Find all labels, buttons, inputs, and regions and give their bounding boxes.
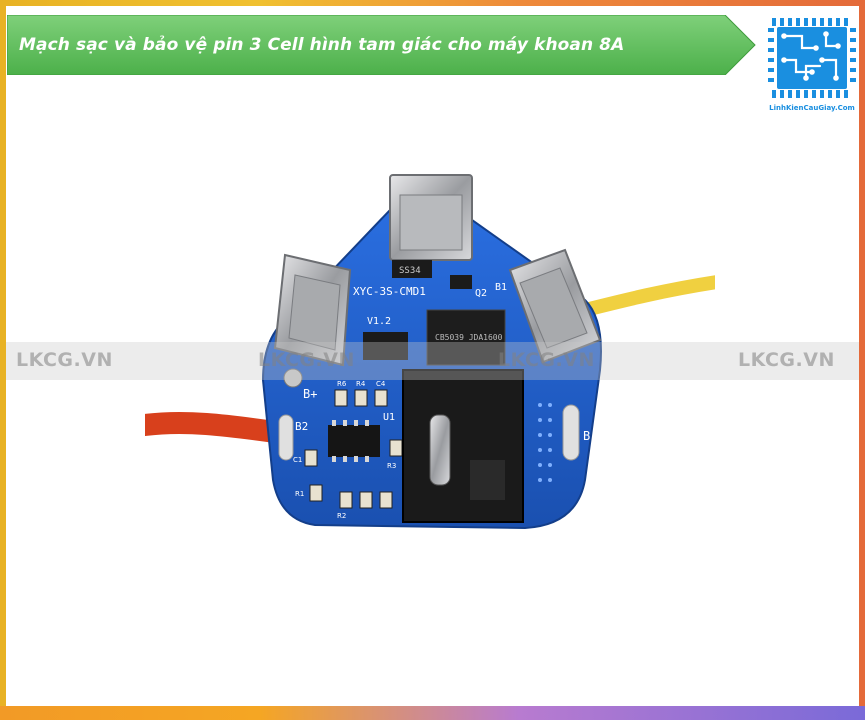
silk-version: V1.2 bbox=[367, 316, 391, 327]
silk-c4: C4 bbox=[376, 380, 386, 388]
silk-ss34: SS34 bbox=[399, 266, 421, 276]
smd-components bbox=[304, 389, 403, 509]
diode-ss34 bbox=[392, 260, 432, 278]
mount-hole bbox=[283, 368, 303, 388]
vias bbox=[538, 403, 552, 482]
silk-u1: U1 bbox=[383, 412, 395, 423]
silk-b-minus: B- bbox=[583, 429, 597, 443]
watermark-4: LKCG.VN bbox=[738, 349, 835, 371]
silk-model: XYC-3S-CMD1 bbox=[353, 285, 426, 298]
silk-b-plus: B+ bbox=[303, 387, 317, 401]
silk-r6: R6 bbox=[337, 380, 347, 388]
silk-b1: B1 bbox=[495, 282, 507, 293]
top-battery-terminal bbox=[389, 174, 473, 261]
controller-ic-u1 bbox=[328, 425, 380, 457]
banner-arrow-shape bbox=[7, 15, 756, 75]
watermark-1: LKCG.VN bbox=[16, 349, 113, 371]
dc-connector bbox=[402, 369, 524, 523]
silk-r3: R3 bbox=[387, 462, 396, 470]
red-wire bbox=[145, 412, 286, 443]
silk-c1: C1 bbox=[293, 456, 302, 464]
silk-r4: R4 bbox=[356, 380, 366, 388]
site-logo[interactable]: LinhKienCauGiay.Com bbox=[766, 14, 858, 118]
bottom-frame-strip bbox=[0, 706, 865, 720]
silk-r2: R2 bbox=[337, 512, 346, 520]
watermark-2: LKCG.VN bbox=[258, 349, 355, 371]
silk-q2: Q2 bbox=[475, 288, 487, 299]
b2-pad bbox=[278, 414, 294, 461]
watermark-band bbox=[6, 342, 859, 380]
logo-caption: LinhKienCauGiay.Com bbox=[769, 104, 855, 112]
mosfet-marking: CB5039 JDA1600 bbox=[435, 333, 503, 342]
yellow-wire bbox=[578, 275, 715, 317]
product-photo: XYC-3S-CMD1 V1.2 SS34 Q2 B1 B+ B- B2 U1 … bbox=[145, 174, 715, 530]
page-title: Mạch sạc và bảo vệ pin 3 Cell hình tam g… bbox=[19, 35, 625, 55]
silk-r1: R1 bbox=[295, 490, 304, 498]
watermark-3: LKCG.VN bbox=[498, 349, 595, 371]
circuit-chip-icon bbox=[768, 16, 856, 100]
left-battery-terminal bbox=[273, 253, 352, 367]
mosfet-chip bbox=[426, 309, 506, 366]
right-battery-terminal bbox=[508, 248, 602, 364]
ic-pins bbox=[332, 420, 369, 462]
silk-b2: B2 bbox=[295, 420, 308, 433]
b-minus-pad bbox=[562, 404, 580, 461]
title-banner: Mạch sạc và bảo vệ pin 3 Cell hình tam g… bbox=[7, 15, 757, 75]
transistor-q2 bbox=[450, 275, 472, 289]
small-ic bbox=[363, 332, 408, 360]
